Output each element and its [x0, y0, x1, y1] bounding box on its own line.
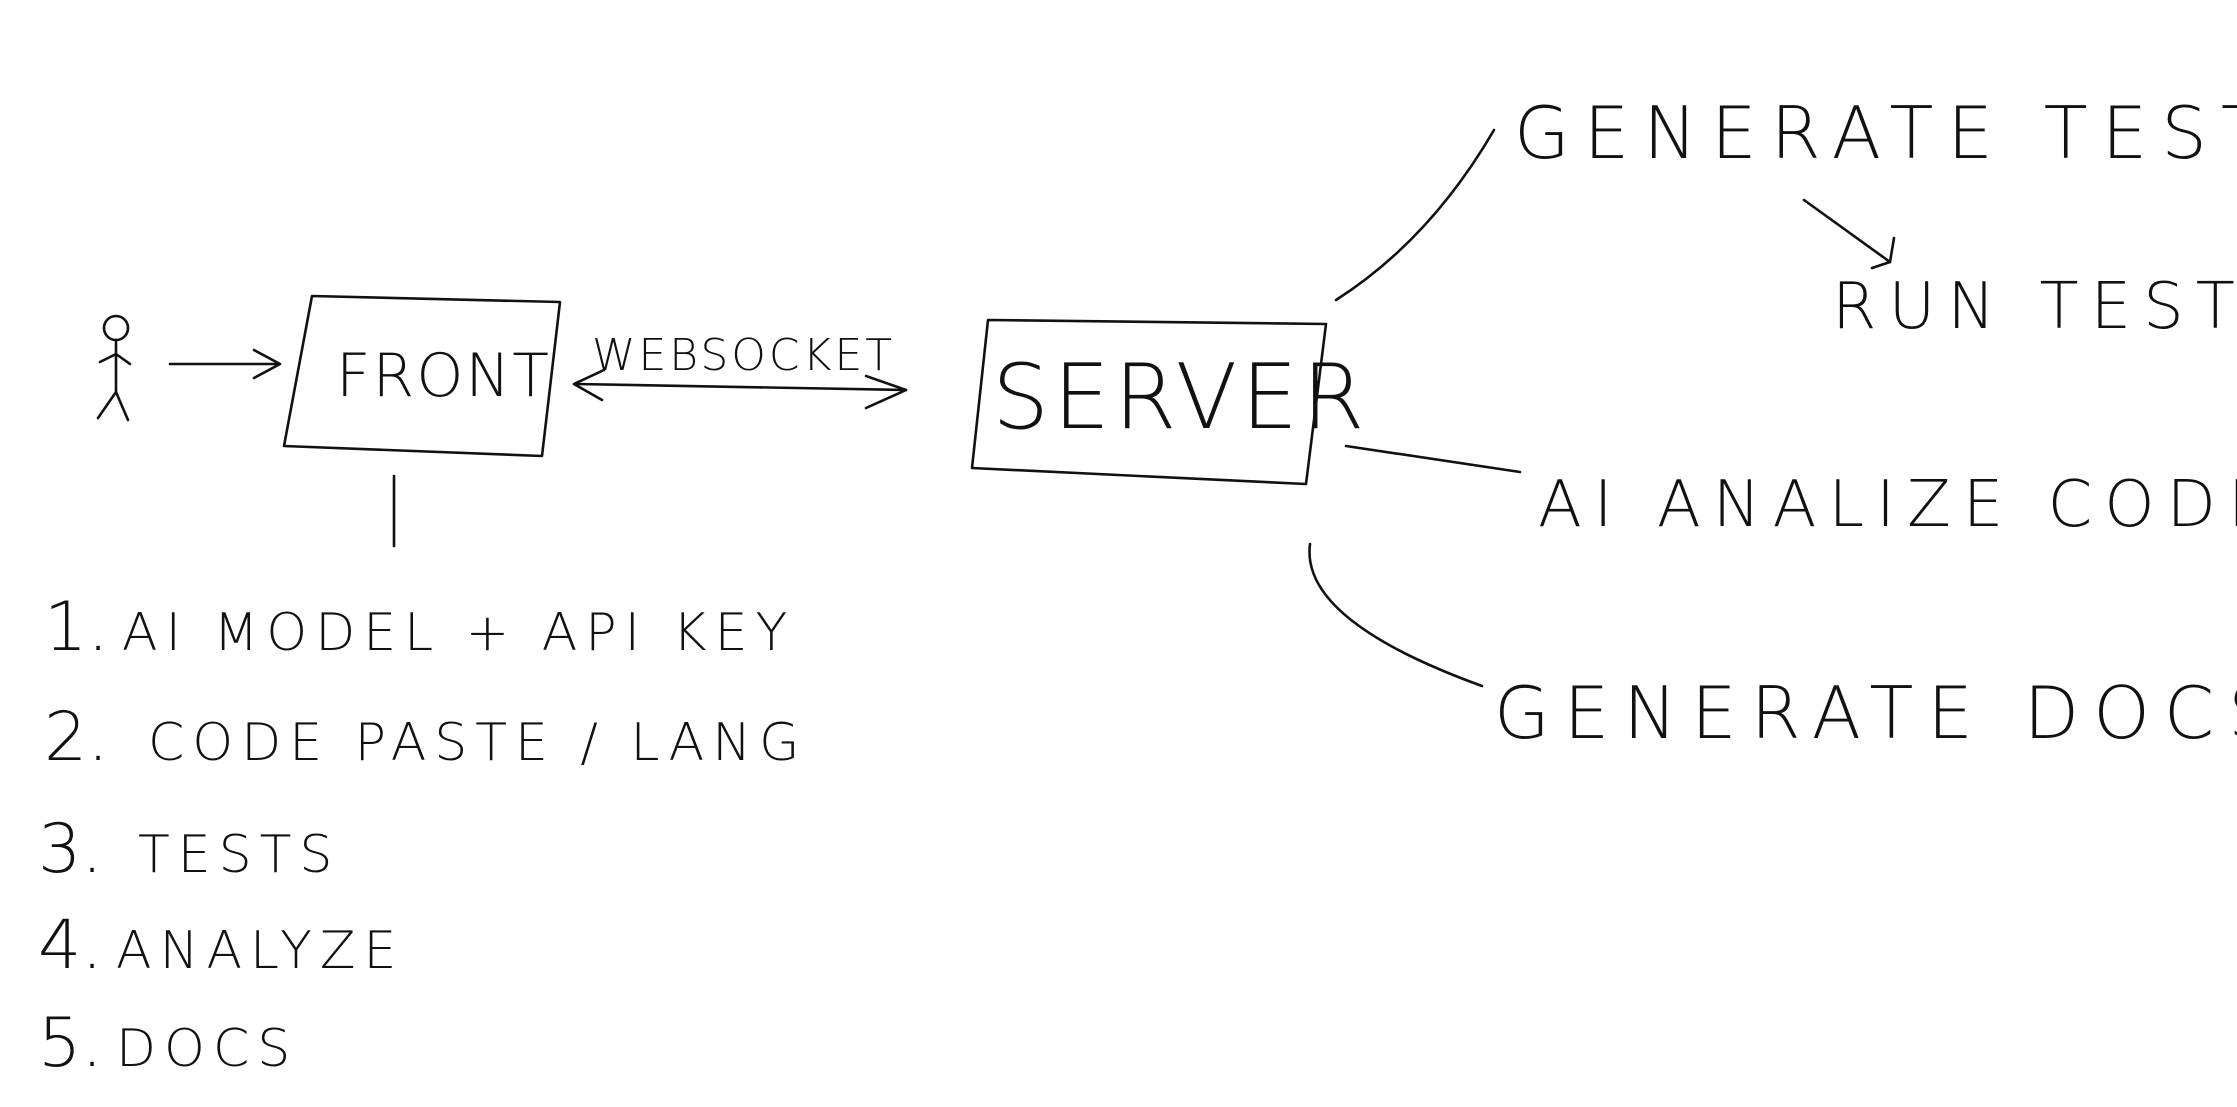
steps-list: 1. AI MODEL + API KEY 2. CODE PASTE / LA…: [38, 588, 807, 1083]
list-item: 2. CODE PASTE / LANG: [44, 698, 807, 777]
websocket-label: WEBSOCKET: [592, 330, 895, 381]
list-item-number: 2.: [44, 698, 109, 777]
server-to-generate-tests-line: [1334, 128, 1496, 302]
generate-docs-label: GENERATE DOCS: [1494, 671, 2237, 755]
list-item-number: 5.: [38, 1004, 103, 1083]
list-item: 3. TESTS: [38, 810, 340, 889]
websocket-connection-arrow: [572, 368, 908, 410]
list-item-text: ANALYZE: [116, 921, 404, 981]
front-node: FRONT: [282, 294, 562, 458]
user-stick-figure-icon: [96, 314, 132, 422]
ai-analize-code-label: AI ANALIZE CODE: [1538, 468, 2237, 542]
server-node: SERVER: [970, 318, 1369, 486]
run-tests-label: RUN TESTS: [1832, 270, 2237, 344]
list-item: 1. AI MODEL + API KEY: [44, 588, 795, 667]
list-item-text: CODE PASTE / LANG: [148, 713, 807, 773]
server-to-analize-line: [1344, 444, 1522, 474]
list-item-number: 3.: [38, 810, 103, 889]
list-item: 5. DOCS: [38, 1004, 298, 1083]
front-label: FRONT: [336, 341, 551, 411]
generate-tests-label: GENERATE TESTS: [1514, 91, 2237, 175]
server-label: SERVER: [992, 345, 1369, 450]
list-item-text: TESTS: [138, 825, 340, 885]
user-to-front-arrow: [168, 348, 282, 380]
generate-to-run-tests-arrow: [1802, 198, 1896, 270]
list-item-number: 1.: [44, 588, 109, 667]
list-item: 4. ANALYZE: [38, 906, 404, 985]
list-item-text: AI MODEL + API KEY: [122, 603, 795, 663]
server-to-generate-docs-line: [1308, 542, 1484, 688]
list-item-number: 4.: [38, 906, 103, 985]
list-item-text: DOCS: [116, 1019, 298, 1079]
